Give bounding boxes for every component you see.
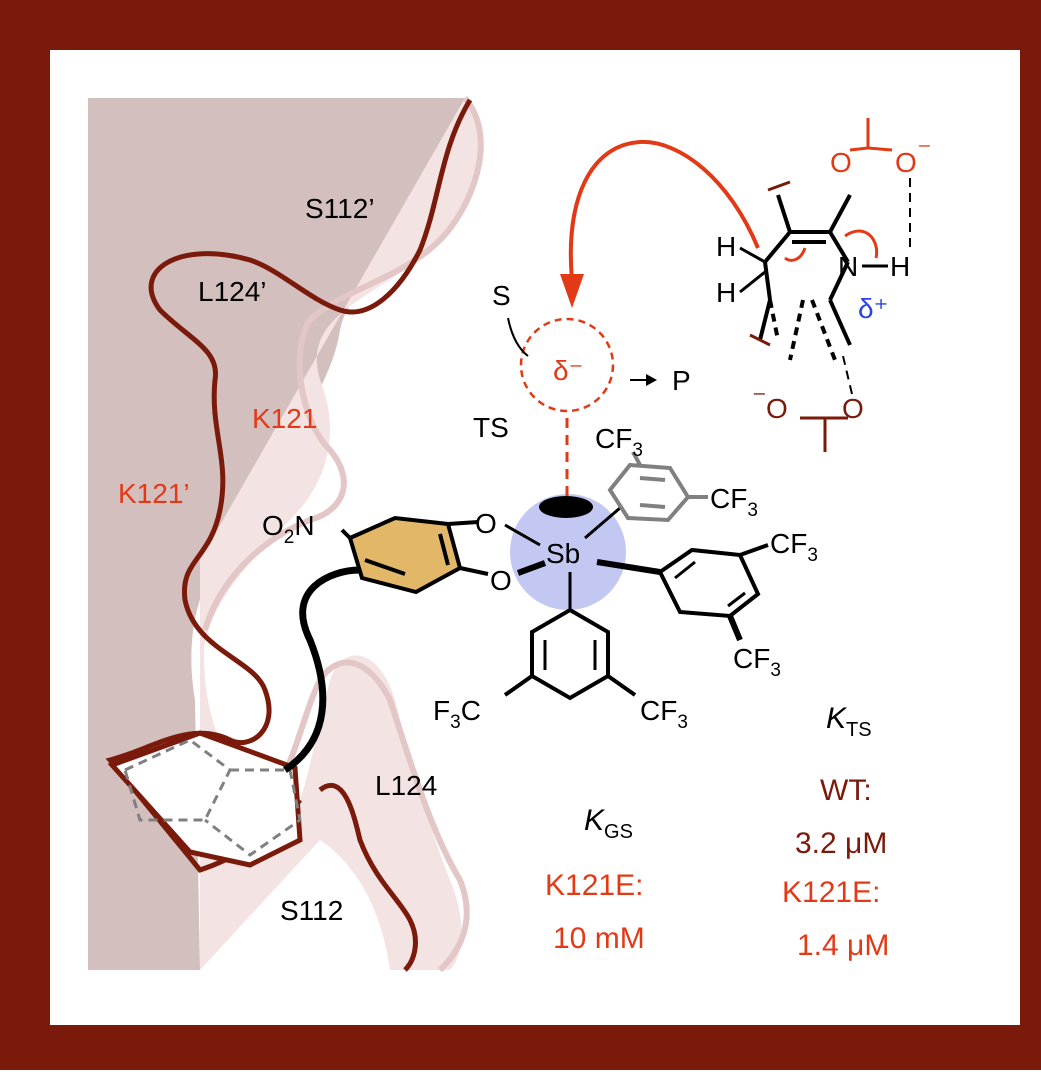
electron-push-arrow-right <box>844 229 879 259</box>
substrate-n: N <box>838 251 858 282</box>
protein-surface-light <box>200 98 481 970</box>
cf3-right-top: CF3 <box>770 528 818 566</box>
svg-text:⁻: ⁻ <box>917 135 932 166</box>
aryl-ring-back <box>607 451 708 523</box>
k121e-gs-value: 10 mM <box>553 922 645 955</box>
cf3-back-top: CF3 <box>595 423 643 461</box>
biotin-linker <box>283 566 361 773</box>
residue-l124-prime: L124’ <box>198 276 267 307</box>
f3c-bottom-left: F3C <box>433 695 481 733</box>
svg-text:⁻: ⁻ <box>752 383 767 414</box>
bond-o-sb-top <box>504 523 541 547</box>
ch2-to-h1-bond <box>739 246 766 264</box>
residue-k121-prime: K121’ <box>118 478 190 509</box>
svg-text:O: O <box>830 147 852 178</box>
substrate-delta-plus: δ⁺ <box>858 293 888 324</box>
dihydropyridine-ring <box>758 194 852 361</box>
aryl-ring-right <box>657 543 769 642</box>
biotin-bicycle <box>107 730 303 868</box>
ts-s-connector <box>507 317 529 357</box>
residue-s112: S112 <box>280 895 343 926</box>
residue-k121: K121 <box>252 403 317 434</box>
cf3-back-right: CF3 <box>710 483 758 521</box>
k121e-ts-label: K121E: <box>782 876 880 909</box>
hbond-bottom-carboxylate <box>842 355 853 395</box>
substrate-nh-h: H <box>890 251 910 282</box>
hydride-transfer-arrow <box>568 139 760 281</box>
svg-text:O: O <box>842 393 864 424</box>
aryl-ring-bottom <box>503 607 637 701</box>
cf3-bottom-right: CF3 <box>640 695 688 733</box>
ts-to-p-arrowhead <box>646 374 657 386</box>
k121e-gs-label: K121E: <box>545 869 643 902</box>
ts-p-label: P <box>672 365 691 396</box>
protein-backbone-strand-lower <box>318 782 418 972</box>
ts-delta-minus: δ⁻ <box>553 355 583 386</box>
wt-label: WT: <box>820 774 872 807</box>
carboxylate-bottom: ⁻ O O <box>752 383 864 452</box>
kgs-label: KGS <box>584 804 633 843</box>
wt-value: 3.2 μM <box>795 827 887 860</box>
bond-o-sb-bottom <box>516 560 547 576</box>
electron-push-arrow-left <box>784 247 807 262</box>
ch2-to-h2-bond <box>739 270 766 294</box>
kts-label: KTS <box>826 702 872 741</box>
oxygen-top-label: O <box>475 508 497 539</box>
sigma-hole-lobe <box>539 496 593 518</box>
ts-circle <box>519 317 615 413</box>
protein-outline-light <box>202 96 484 631</box>
svg-text:O: O <box>895 147 917 178</box>
sb-halo <box>510 494 626 610</box>
ts-label: TS <box>473 412 509 443</box>
carboxylate-top: O O ⁻ <box>830 118 932 178</box>
bond-sb-aryl-right <box>596 559 661 575</box>
oxygen-bottom-label: O <box>490 565 512 596</box>
residue-l124: L124 <box>375 770 437 801</box>
nitro-group-label: O2N <box>262 510 315 548</box>
dihydropyridine-stub-bottom-left <box>749 333 771 347</box>
dihydropyridine-stub-top-left <box>767 180 791 192</box>
bond-sb-aryl-back <box>584 506 621 540</box>
cf3-right-bottom: CF3 <box>733 643 781 681</box>
substrate-h1: H <box>716 231 736 262</box>
k121e-ts-value: 1.4 μM <box>797 929 889 962</box>
residue-s112-prime: S112’ <box>305 193 375 224</box>
catechol-ring <box>340 515 489 595</box>
antimony-label: Sb <box>546 538 580 569</box>
protein-outline-light-lower <box>258 659 470 973</box>
ts-s-label: S <box>492 280 511 311</box>
substrate-h2: H <box>716 277 736 308</box>
hydride-transfer-arrowhead <box>560 274 584 308</box>
svg-text:O: O <box>766 393 788 424</box>
